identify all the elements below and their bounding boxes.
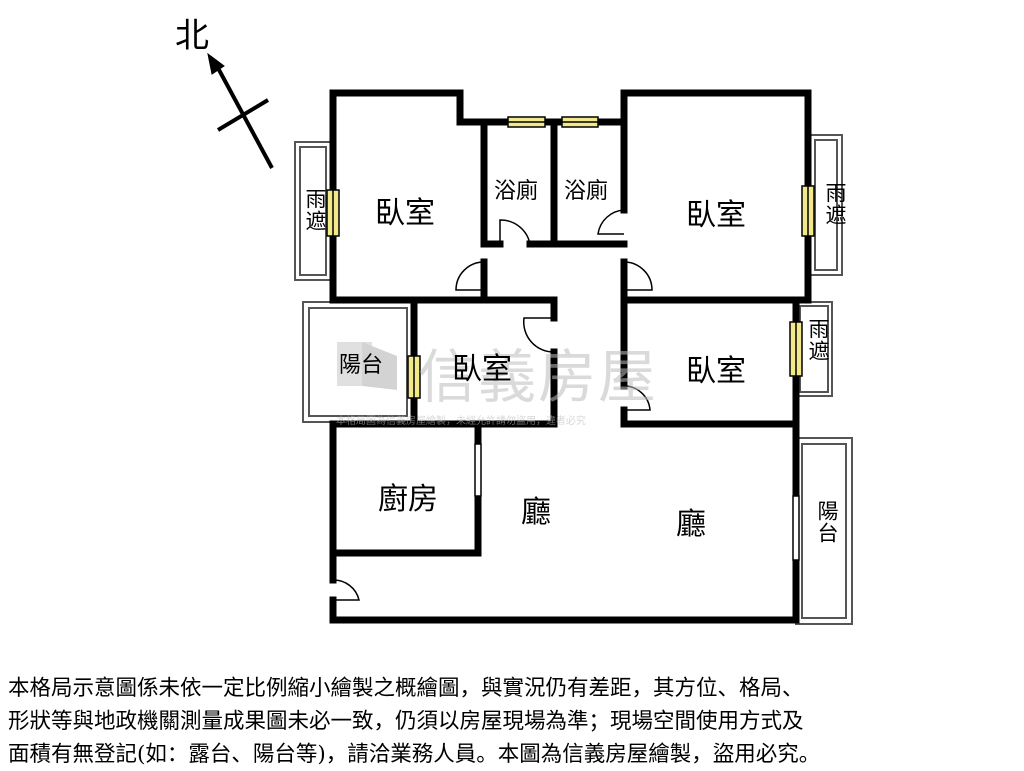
room-bath-left: 浴廁	[494, 179, 539, 204]
floor-plan	[207, 52, 853, 625]
disclaimer-line-3: 面積有無登記(如：露台、陽台等)，請洽業務人員。本圖為信義房屋繪製，盜用必究。	[8, 742, 821, 767]
room-hall-right: 廳	[676, 507, 706, 542]
north-label: 北	[175, 16, 209, 56]
room-canopy-left: 雨遮	[303, 188, 327, 232]
room-hall-left: 廳	[521, 495, 551, 530]
room-kitchen: 廚房	[378, 482, 438, 517]
room-balcony-right: 陽台	[815, 500, 839, 544]
watermark-note: 本格局圖為信義房屋繪製，未經允許請勿盜用，違者必究	[336, 416, 586, 427]
room-bath-right: 浴廁	[564, 179, 609, 204]
north-arrow-icon	[207, 52, 274, 169]
disclaimer-text: 本格局示意圖係未依一定比例縮小繪製之概繪圖，與實況仍有差距，其方位、格局、 形狀…	[8, 672, 1018, 771]
room-canopy-right-mid: 雨遮	[806, 318, 830, 362]
sliding-doors	[474, 443, 800, 561]
room-bedroom-middle: 臥室	[452, 352, 512, 387]
disclaimer-line-1: 本格局示意圖係未依一定比例縮小繪製之概繪圖，與實況仍有差距，其方位、格局、	[8, 676, 804, 701]
room-canopy-right-top: 雨遮	[823, 182, 847, 226]
disclaimer-line-2: 形狀等與地政機關測量成果圖未必一致，仍須以房屋現場為準；現場空間使用方式及	[8, 709, 804, 734]
watermark-brand: 信義房屋	[418, 343, 659, 411]
room-bedroom-top-left: 臥室	[375, 196, 435, 231]
watermark-logo-icon	[332, 334, 402, 400]
door-swings	[332, 209, 653, 601]
walls	[329, 89, 812, 624]
room-balcony-left: 陽台	[339, 353, 384, 378]
room-bedroom-middle-right: 臥室	[686, 354, 746, 389]
room-bedroom-top-right: 臥室	[686, 198, 746, 233]
